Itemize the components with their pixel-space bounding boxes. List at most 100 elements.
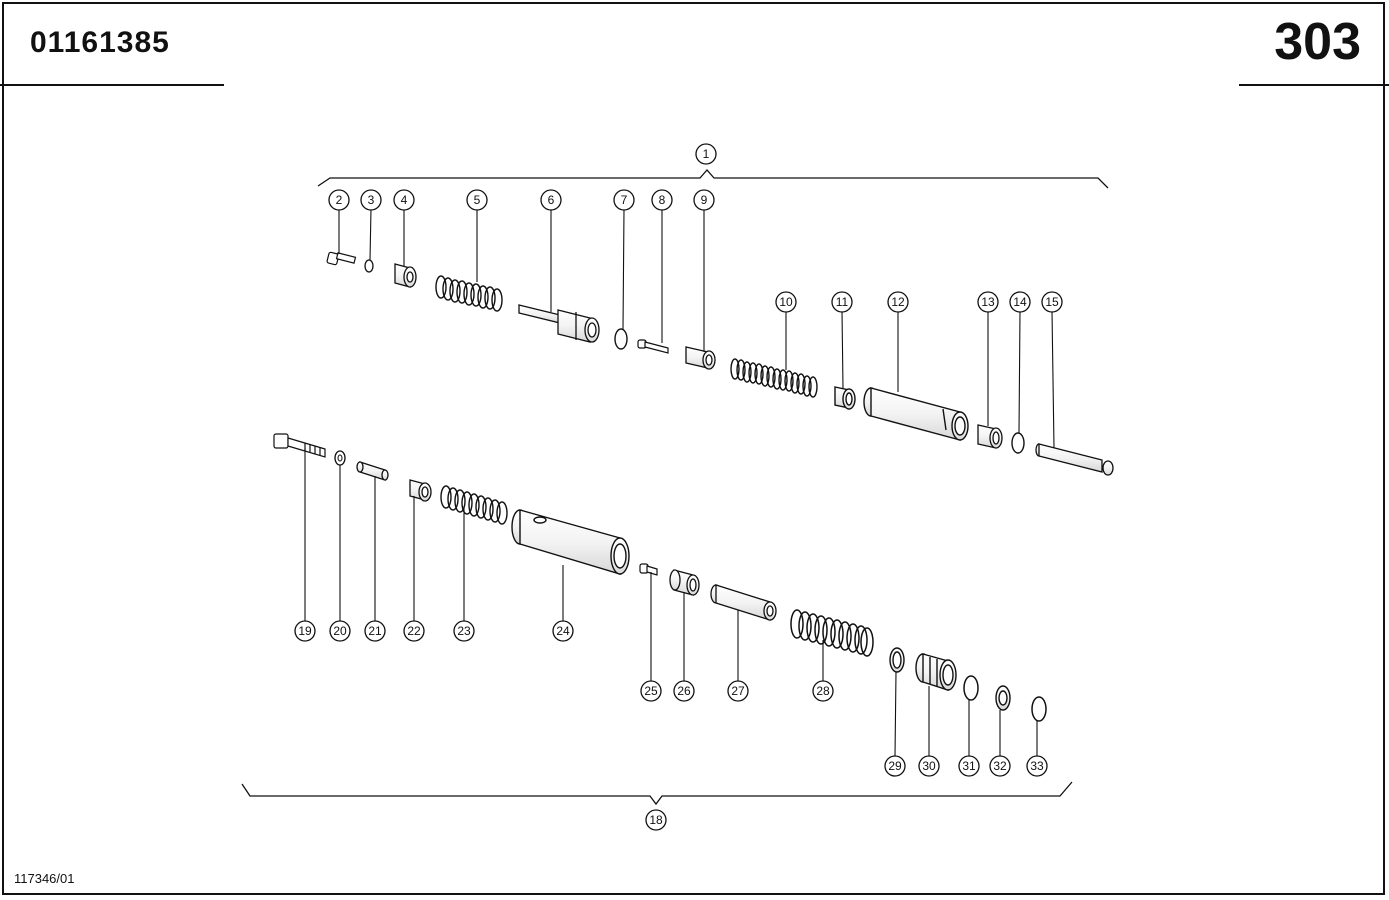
part-4-bushing: [394, 263, 417, 288]
svg-text:27: 27: [731, 684, 745, 698]
callout-2: 2: [328, 189, 350, 211]
page-number: 303: [1274, 13, 1361, 71]
svg-text:24: 24: [556, 624, 570, 638]
callout-30: 30: [918, 755, 940, 777]
svg-text:22: 22: [407, 624, 421, 638]
part-19-bolt: [273, 433, 326, 458]
svg-text:33: 33: [1030, 759, 1044, 773]
svg-text:11: 11: [836, 295, 849, 309]
part-10-spring: [730, 358, 818, 398]
svg-text:3: 3: [368, 193, 375, 207]
callout-19: 19: [294, 620, 316, 642]
svg-text:20: 20: [333, 624, 347, 638]
svg-text:4: 4: [401, 193, 408, 207]
part-27-sleeve: [710, 584, 777, 621]
part-26-cap: [669, 569, 700, 596]
callout-13: 13: [977, 291, 999, 313]
part-9-sleeve: [685, 346, 716, 370]
callout-7: 7: [613, 189, 635, 211]
part-28-spring: [790, 609, 874, 657]
callout-11: 11: [831, 291, 853, 313]
svg-text:9: 9: [701, 193, 708, 207]
svg-text:25: 25: [644, 684, 658, 698]
svg-text:8: 8: [659, 193, 666, 207]
part-12-cylinder: [863, 387, 969, 441]
part-22-bushing: [409, 479, 432, 502]
callout-10: 10: [775, 291, 797, 313]
part-24-cylinder: [511, 509, 630, 575]
callout-12: 12: [887, 291, 909, 313]
part-3-washer: [364, 259, 374, 273]
part-number: 01161385: [30, 26, 170, 59]
callout-20: 20: [329, 620, 351, 642]
callout-23: 23: [453, 620, 475, 642]
callout-8: 8: [651, 189, 673, 211]
part-29-ring: [889, 647, 905, 673]
part-5-spring: [435, 275, 503, 312]
callout-4: 4: [393, 189, 415, 211]
callout-6: 6: [540, 189, 562, 211]
bracket-lower-assembly: [241, 781, 1073, 806]
svg-text:5: 5: [474, 193, 481, 207]
bracket-upper-assembly: [317, 169, 1109, 189]
svg-text:18: 18: [649, 813, 663, 827]
part-33-o-ring: [1031, 696, 1047, 722]
part-13-bushing: [977, 424, 1003, 449]
callout-33: 33: [1026, 755, 1048, 777]
callout-14: 14: [1009, 291, 1031, 313]
svg-text:32: 32: [993, 759, 1007, 773]
callout-1: 1: [695, 143, 717, 165]
svg-text:6: 6: [548, 193, 555, 207]
callout-9: 9: [693, 189, 715, 211]
svg-text:23: 23: [457, 624, 471, 638]
callout-27: 27: [727, 680, 749, 702]
part-14-o-ring: [1011, 432, 1025, 454]
part-32-ring: [995, 685, 1011, 711]
part-7-o-ring: [614, 328, 628, 350]
part-2-screw: [326, 251, 357, 266]
svg-text:13: 13: [981, 295, 995, 309]
header-rule-left: [0, 84, 224, 86]
callout-32: 32: [989, 755, 1011, 777]
callout-26: 26: [673, 680, 695, 702]
svg-text:19: 19: [298, 624, 312, 638]
callout-28: 28: [812, 680, 834, 702]
svg-text:28: 28: [816, 684, 830, 698]
part-15-rod: [1035, 443, 1114, 476]
part-21-pin: [356, 461, 389, 481]
part-23-spring: [440, 485, 508, 525]
part-30-bushing: [915, 653, 957, 691]
callout-25: 25: [640, 680, 662, 702]
callout-18: 18: [645, 809, 667, 831]
svg-text:7: 7: [621, 193, 628, 207]
svg-text:21: 21: [368, 624, 382, 638]
svg-text:15: 15: [1045, 295, 1059, 309]
callout-3: 3: [360, 189, 382, 211]
svg-text:2: 2: [336, 193, 343, 207]
svg-text:26: 26: [677, 684, 691, 698]
svg-text:12: 12: [891, 295, 905, 309]
leader-lines: [304, 208, 1055, 757]
drawing-reference: 117346/01: [14, 871, 75, 886]
callout-5: 5: [466, 189, 488, 211]
callout-22: 22: [403, 620, 425, 642]
part-20-washer-hole: [337, 454, 343, 462]
part-20-washer: [334, 450, 346, 466]
svg-text:31: 31: [962, 759, 976, 773]
callout-24: 24: [552, 620, 574, 642]
callout-15: 15: [1041, 291, 1063, 313]
header-rule-right: [1239, 84, 1389, 86]
part-25-screw: [639, 563, 658, 576]
part-11-ring: [834, 386, 856, 410]
callout-21: 21: [364, 620, 386, 642]
svg-text:1: 1: [703, 147, 710, 161]
part-8-pin: [637, 339, 669, 354]
part-31-o-ring: [963, 675, 979, 701]
svg-text:14: 14: [1013, 295, 1027, 309]
svg-text:10: 10: [779, 295, 793, 309]
svg-text:29: 29: [888, 759, 902, 773]
callout-29: 29: [884, 755, 906, 777]
part-6-valve-stem: [518, 304, 600, 343]
